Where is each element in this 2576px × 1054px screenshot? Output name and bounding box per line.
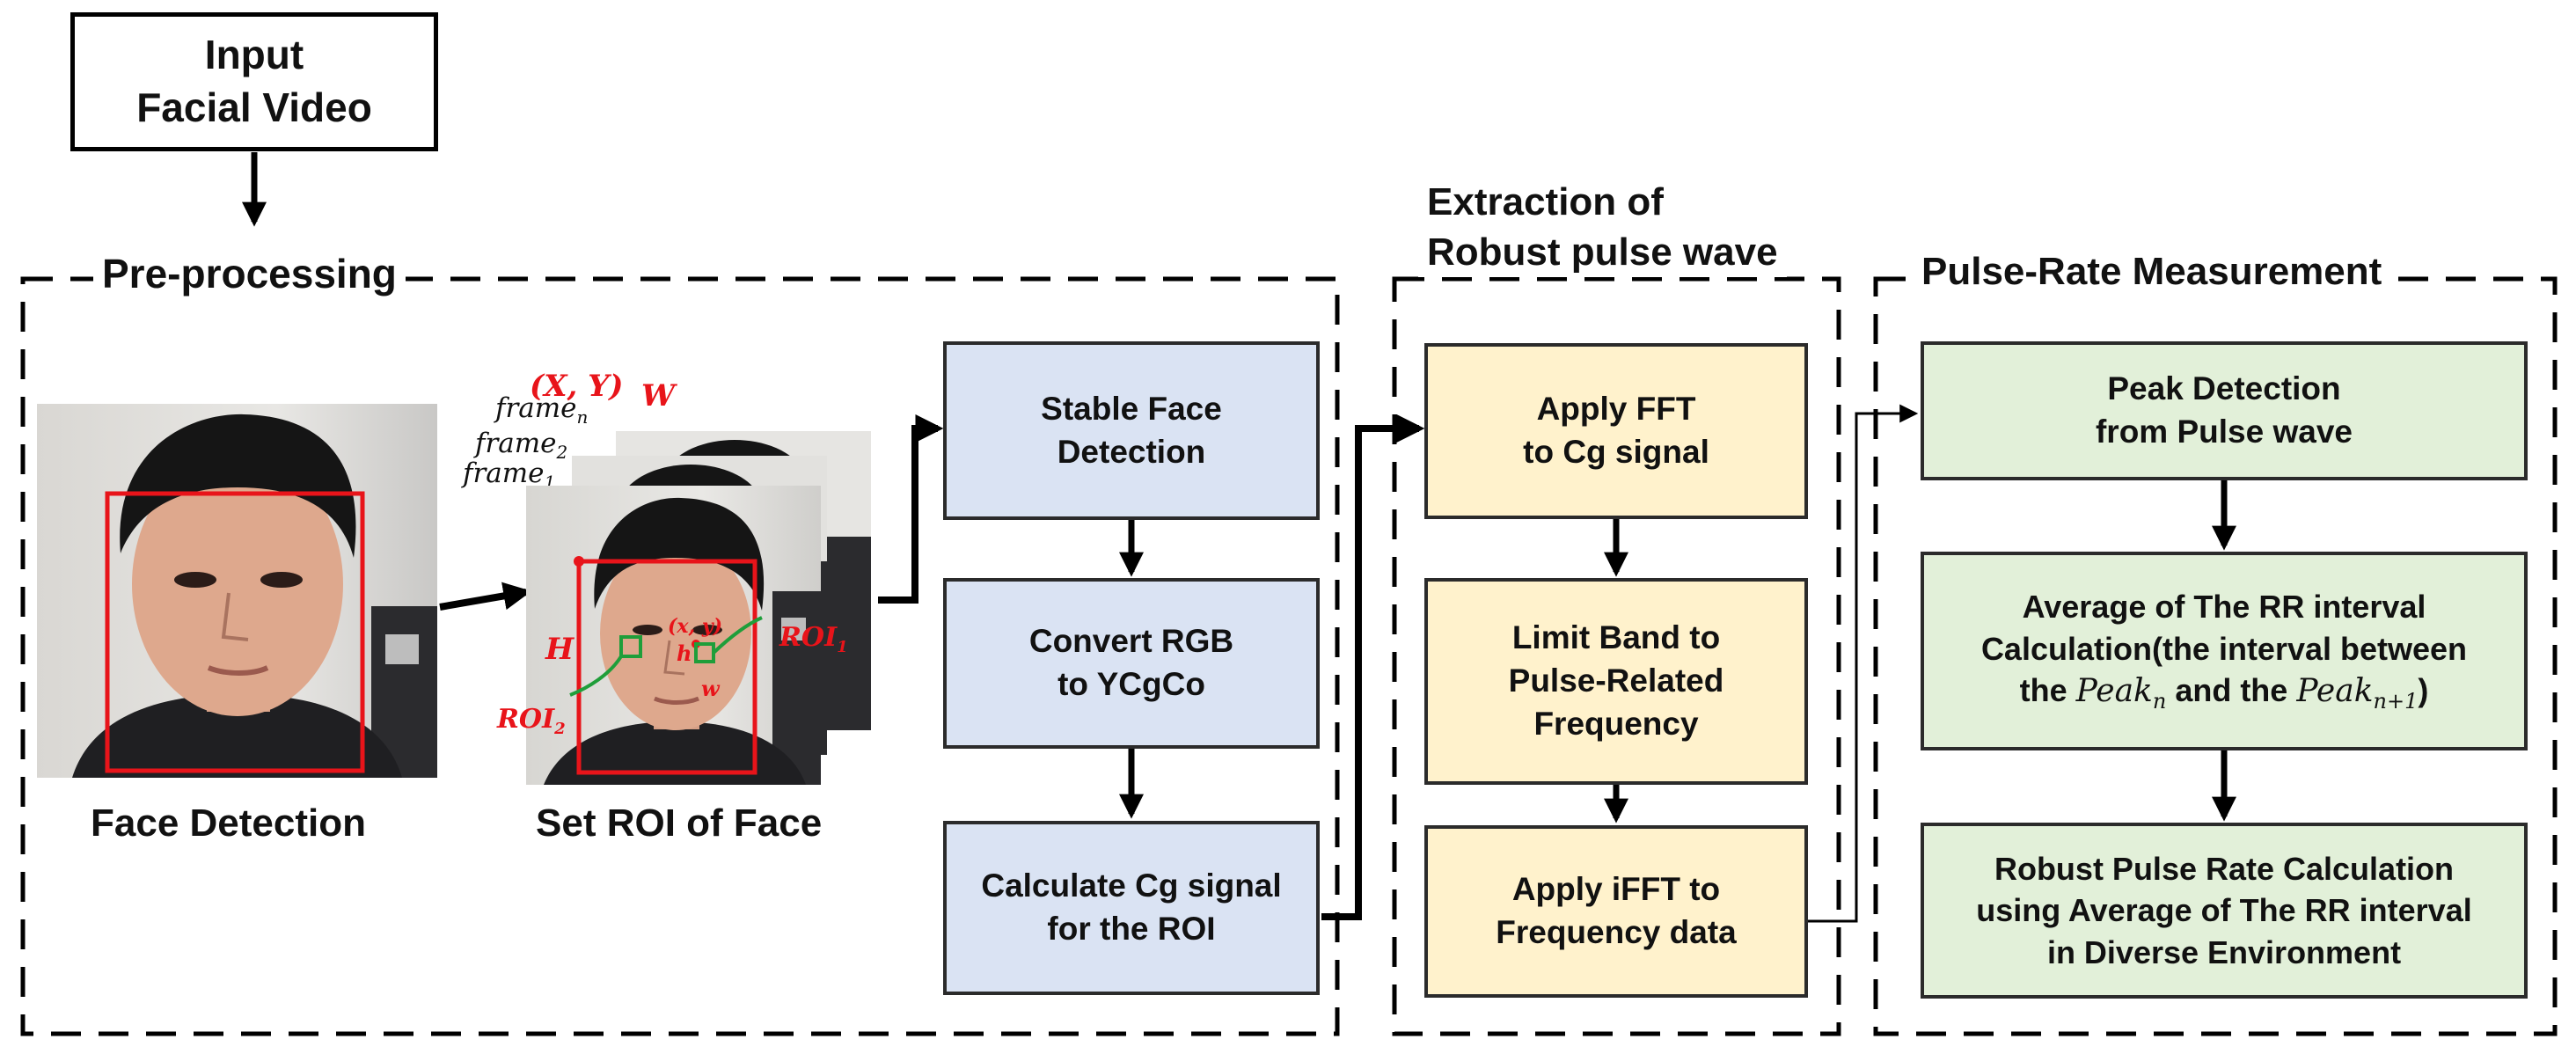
average-rr-line-3: the Peakn and the Peakn+1) bbox=[2019, 672, 2429, 714]
roi-small-xy-label: (x, y) bbox=[668, 615, 723, 638]
average-rr-line-1: Average of The RR interval bbox=[2022, 589, 2426, 626]
roi-small-w-label: w bbox=[701, 676, 720, 701]
roi-xy-label: (X, Y) bbox=[530, 369, 624, 404]
limit-band-box: Limit Band to Pulse-Related Frequency bbox=[1424, 578, 1808, 785]
robust-pulse-rate-box: Robust Pulse Rate Calculation using Aver… bbox=[1921, 823, 2528, 999]
input-line-1: Input bbox=[204, 32, 304, 78]
input-facial-video-box: Input Facial Video bbox=[70, 12, 438, 151]
average-rr-box: Average of The RR interval Calculation(t… bbox=[1921, 552, 2528, 750]
peak-detection-line-1: Peak Detection bbox=[2107, 370, 2341, 407]
arrow-ifft-to-peak bbox=[1808, 404, 1919, 923]
convert-rgb-line-1: Convert RGB bbox=[1028, 623, 1234, 660]
robust-line-1: Robust Pulse Rate Calculation bbox=[1994, 850, 2455, 887]
limit-band-line-1: Limit Band to bbox=[1511, 619, 1721, 656]
roi-h-label: H bbox=[545, 632, 574, 667]
roi-w-label: W bbox=[641, 378, 676, 414]
preprocessing-title: Pre-processing bbox=[93, 249, 406, 300]
roi-face-illustration bbox=[544, 497, 821, 785]
set-roi-caption: Set ROI of Face bbox=[536, 801, 823, 845]
apply-ifft-line-2: Frequency data bbox=[1496, 914, 1737, 950]
arrow-roi-to-stable bbox=[878, 414, 944, 604]
extraction-title: Extraction of Robust pulse wave bbox=[1418, 177, 1787, 278]
extraction-title-line-1: Extraction of bbox=[1427, 180, 1664, 223]
apply-fft-line-1: Apply FFT bbox=[1536, 391, 1696, 428]
average-rr-line-2: Calculation(the interval between bbox=[1980, 630, 2468, 667]
preprocessing-frame bbox=[20, 276, 1340, 1036]
apply-fft-line-2: to Cg signal bbox=[1523, 434, 1709, 470]
convert-rgb-box: Convert RGB to YCgCo bbox=[943, 578, 1320, 749]
calculate-cg-box: Calculate Cg signal for the ROI bbox=[943, 821, 1320, 995]
limit-band-line-3: Frequency bbox=[1533, 705, 1699, 742]
stable-face-detection-box: Stable Face Detection bbox=[943, 341, 1320, 520]
face-illustration bbox=[72, 414, 437, 778]
frame-2-label: frame2 bbox=[475, 428, 568, 464]
convert-rgb-line-2: to YCgCo bbox=[1057, 666, 1205, 702]
apply-ifft-line-1: Apply iFFT to bbox=[1511, 871, 1721, 908]
apply-fft-box: Apply FFT to Cg signal bbox=[1424, 343, 1808, 519]
peak-n1-symbol: Peakn+1 bbox=[2296, 673, 2419, 714]
apply-ifft-box: Apply iFFT to Frequency data bbox=[1424, 825, 1808, 998]
pulse-rate-title: Pulse-Rate Measurement bbox=[1913, 247, 2391, 296]
roi-small-h-label: h bbox=[677, 640, 692, 666]
face-bounding-box bbox=[105, 491, 365, 773]
arrow-calc-to-fft bbox=[1321, 414, 1425, 920]
roi-bounding-box bbox=[576, 559, 757, 775]
peak-detection-box: Peak Detection from Pulse wave bbox=[1921, 341, 2528, 480]
roi2-label: ROI2 bbox=[497, 704, 566, 738]
extraction-frame bbox=[1392, 276, 1841, 1036]
calculate-cg-line-1: Calculate Cg signal bbox=[981, 867, 1282, 904]
calculate-cg-line-2: for the ROI bbox=[1047, 911, 1216, 947]
peak-n-symbol: Peakn bbox=[2075, 673, 2167, 714]
robust-line-3: in Diverse Environment bbox=[2046, 933, 2402, 970]
face-detection-image bbox=[37, 404, 437, 778]
face-detection-caption: Face Detection bbox=[91, 801, 366, 845]
arrow-face-to-roi bbox=[439, 582, 532, 611]
peak-detection-line-2: from Pulse wave bbox=[2095, 414, 2353, 450]
roi1-label: ROI1 bbox=[779, 622, 848, 656]
robust-line-2: using Average of The RR interval bbox=[1976, 892, 2472, 929]
stable-face-line-1: Stable Face bbox=[1041, 390, 1222, 427]
extraction-title-line-2: Robust pulse wave bbox=[1427, 231, 1778, 274]
stable-face-line-2: Detection bbox=[1057, 433, 1206, 470]
set-roi-image bbox=[526, 486, 821, 785]
input-line-2: Facial Video bbox=[136, 84, 372, 130]
frame-n-label: framen bbox=[495, 392, 589, 428]
limit-band-line-2: Pulse-Related bbox=[1508, 662, 1724, 699]
roi2-box bbox=[619, 635, 642, 658]
